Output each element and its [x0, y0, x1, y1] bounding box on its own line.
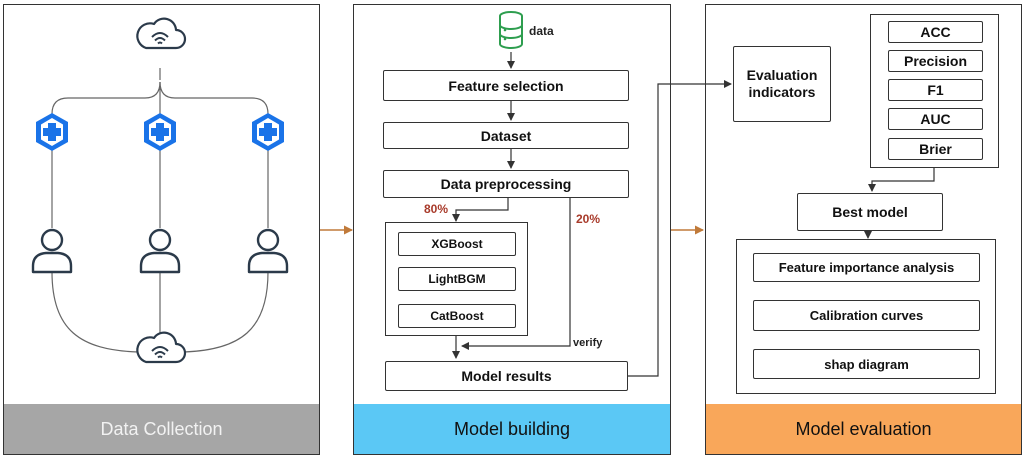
- database-icon: [499, 11, 523, 49]
- user-icon: [247, 228, 289, 274]
- best-model-box: Best model: [797, 193, 943, 231]
- hospital-icon: [252, 113, 284, 151]
- data-preprocessing-box: Data preprocessing: [383, 170, 629, 198]
- model-lightbgm: LightBGM: [398, 267, 516, 291]
- user-icon: [139, 228, 181, 274]
- user-icon: [31, 228, 73, 274]
- metrics-container: [870, 14, 999, 168]
- metric-precision: Precision: [888, 50, 983, 72]
- cloud-wifi-icon: [136, 331, 187, 364]
- verify-label: verify: [573, 337, 603, 349]
- hospital-icon: [36, 113, 68, 151]
- model-catboost: CatBoost: [398, 304, 516, 328]
- test-split-label: 20%: [576, 212, 601, 226]
- cloud-wifi-icon: [136, 17, 187, 50]
- footer-model-building: Model building: [354, 404, 670, 454]
- analysis-feature-importance: Feature importance analysis: [753, 253, 980, 282]
- dataset-box: Dataset: [383, 122, 629, 149]
- feature-selection-box: Feature selection: [383, 70, 629, 101]
- analysis-container: [736, 239, 996, 394]
- model-results-box: Model results: [385, 361, 628, 391]
- collection-tree-lines: [51, 68, 269, 353]
- train-split-label: 80%: [424, 202, 449, 216]
- analysis-shap-diagram: shap diagram: [753, 349, 980, 379]
- footer-data-collection: Data Collection: [4, 404, 319, 454]
- arrow-results-to-indicators: [628, 80, 732, 377]
- model-xgboost: XGBoost: [398, 232, 516, 256]
- arrow-80-split: [452, 198, 509, 222]
- evaluation-indicators-box: Evaluation indicators: [733, 46, 831, 122]
- footer-model-evaluation: Model evaluation: [706, 404, 1021, 454]
- metric-acc: ACC: [888, 21, 983, 43]
- metric-brier: Brier: [888, 138, 983, 160]
- hospital-icon: [144, 113, 176, 151]
- metric-auc: AUC: [888, 108, 983, 130]
- arrow-20-verify: [461, 198, 571, 350]
- analysis-calibration-curves: Calibration curves: [753, 300, 980, 331]
- models-container: [385, 222, 528, 336]
- metric-f1: F1: [888, 79, 983, 101]
- data-label: data: [529, 24, 554, 38]
- arrow-metrics-to-best: [868, 168, 935, 192]
